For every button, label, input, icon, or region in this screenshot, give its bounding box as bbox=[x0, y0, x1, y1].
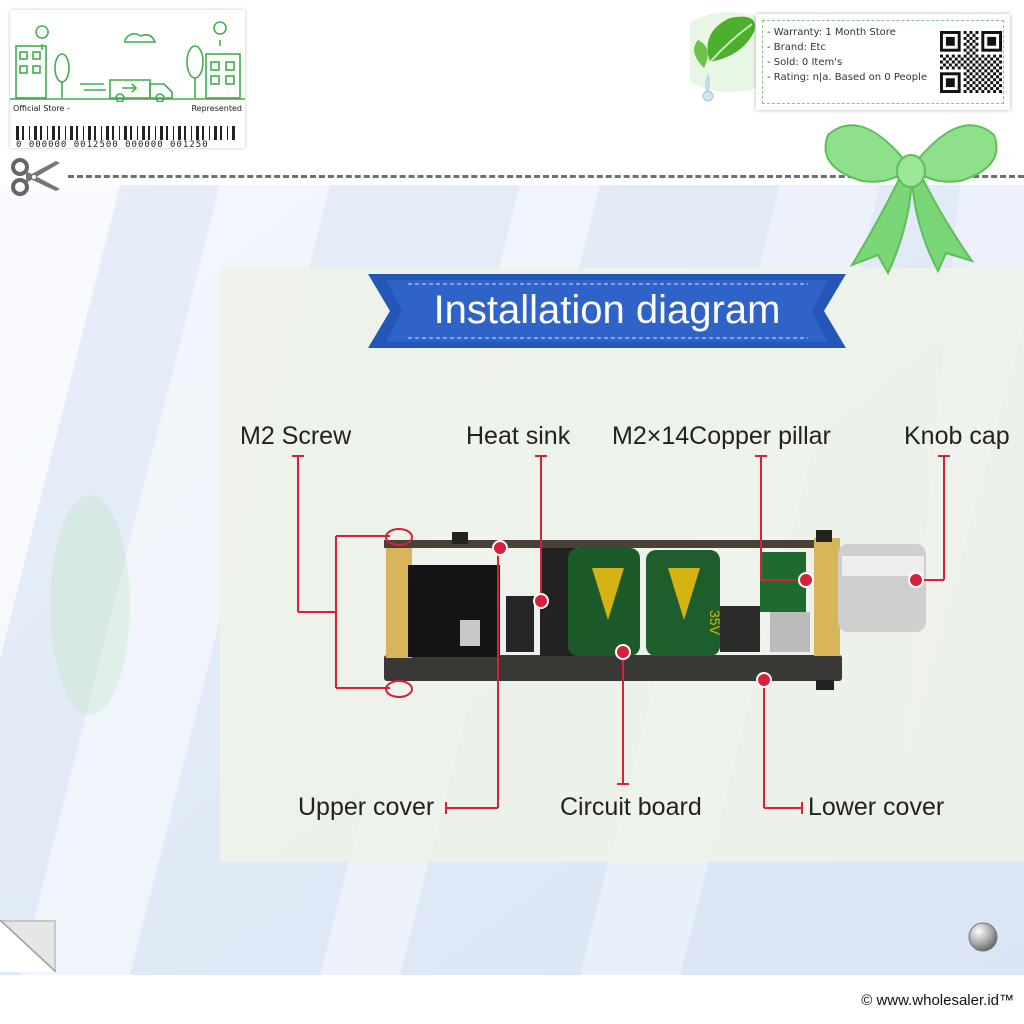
store-card: Official Store - Represented 0 000000 00… bbox=[10, 10, 245, 150]
label-m2-screw: M2 Screw bbox=[240, 422, 352, 450]
barcode-bars bbox=[16, 126, 235, 140]
label-heat-sink: Heat sink bbox=[466, 422, 571, 450]
knob-button-icon[interactable] bbox=[968, 922, 998, 952]
lower-cover-marker bbox=[756, 672, 772, 688]
barcode-number: 0 000000 0012500 000000 001250 bbox=[16, 140, 209, 150]
bow-icon bbox=[824, 124, 998, 275]
heat-sink-marker bbox=[533, 593, 549, 609]
knob-cap-marker bbox=[908, 572, 924, 588]
sold-line: - Sold: 0 Item's bbox=[767, 57, 843, 68]
label-upper-cover: Upper cover bbox=[298, 793, 435, 821]
label-knob-cap: Knob cap bbox=[904, 422, 1010, 450]
city-delivery-illustration bbox=[10, 21, 245, 102]
scissors-icon bbox=[11, 158, 60, 196]
circuit-board-marker bbox=[615, 644, 631, 660]
product-info-box: - Warranty: 1 Month Store - Brand: Etc -… bbox=[762, 20, 1004, 104]
label-lower-cover: Lower cover bbox=[808, 793, 945, 821]
qr-code[interactable] bbox=[940, 31, 1002, 93]
official-store-label: Official Store - bbox=[13, 104, 70, 113]
page-curl-icon[interactable] bbox=[0, 920, 56, 972]
store-row: Official Store - Represented bbox=[13, 104, 242, 118]
copyright-text: © www.wholesaler.id™ bbox=[861, 992, 1014, 1009]
rating-line: - Rating: n|a. Based on 0 People bbox=[767, 72, 928, 83]
label-copper-pillar: M2×14Copper pillar bbox=[612, 422, 831, 450]
upper-cover-marker bbox=[492, 540, 508, 556]
footer-bar bbox=[0, 975, 1024, 1024]
banner-title: Installation diagram bbox=[433, 288, 781, 332]
product-info-card: - Warranty: 1 Month Store - Brand: Etc -… bbox=[756, 14, 1010, 110]
label-circuit-board: Circuit board bbox=[560, 793, 702, 821]
copper-pillar-marker bbox=[798, 572, 814, 588]
amplifier-board: 35V bbox=[384, 530, 926, 690]
brand-line: - Brand: Etc bbox=[767, 42, 826, 53]
represented-label: Represented bbox=[191, 104, 242, 113]
cut-line bbox=[68, 175, 1024, 178]
warranty-line: - Warranty: 1 Month Store bbox=[767, 27, 896, 38]
barcode: 0 000000 0012500 000000 001250 bbox=[16, 126, 240, 152]
leaf-icon bbox=[690, 12, 762, 102]
capacitor-rating: 35V bbox=[707, 610, 723, 636]
banner-ribbon bbox=[368, 274, 846, 348]
